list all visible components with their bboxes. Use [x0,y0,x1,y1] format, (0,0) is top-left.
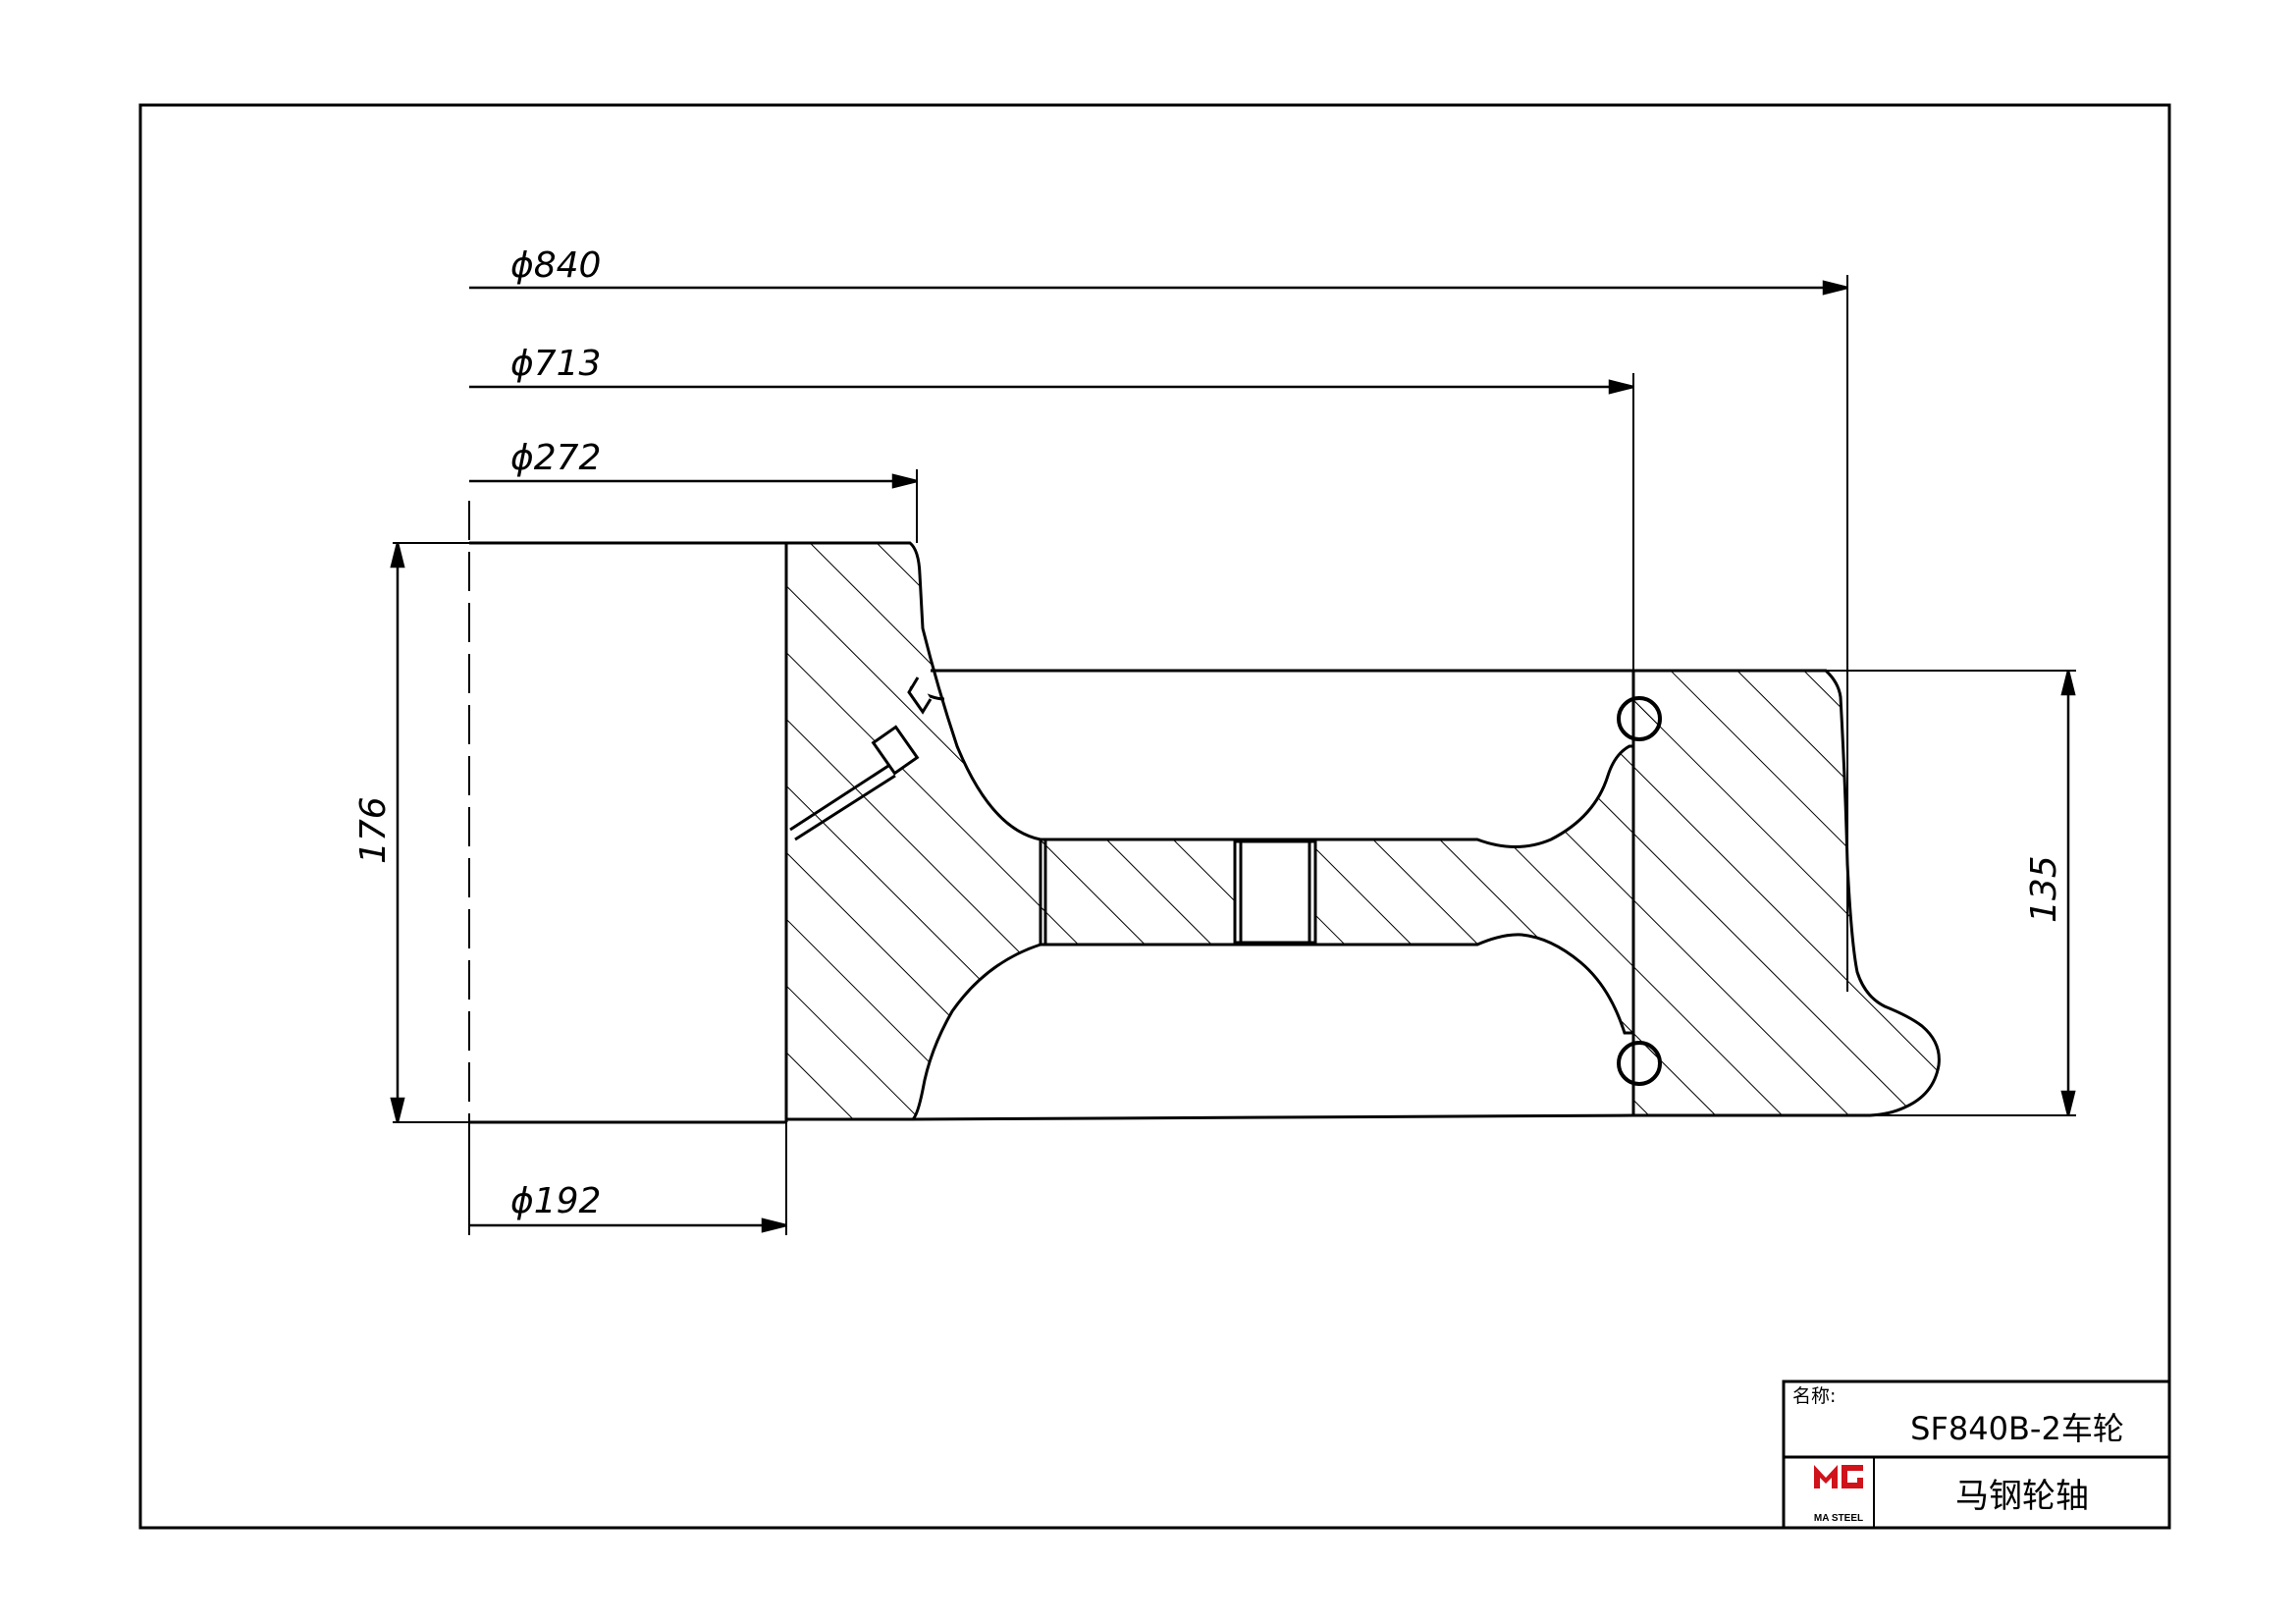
dim-height-176: 176 [353,796,394,864]
bore-outline [468,501,1634,1129]
title-name-label: 名称: [1792,1385,1836,1407]
dim-diameter-840: ϕ840 [510,245,601,286]
rim-groove-top [1617,696,1662,741]
dimension-lines [390,275,2076,1235]
web-hole [1233,839,1317,945]
dim-diameter-192: ϕ192 [510,1181,601,1221]
drawing-border [138,103,2171,1530]
title-block [1782,1380,2171,1530]
dim-height-135: 135 [2024,855,2064,923]
web-section [1039,744,1635,1035]
hub-section [784,541,1047,1121]
title-part-name: SF840B-2车轮 [1910,1410,2124,1447]
title-company: 马钢轮轴 [1955,1477,2089,1516]
dim-diameter-713: ϕ713 [510,344,601,384]
rim-section [1631,669,1941,1117]
rim-groove-bottom [1617,1041,1662,1086]
logo-caption: MA STEEL [1814,1513,1863,1524]
dim-diameter-272: ϕ272 [510,438,601,478]
wheel-section [784,541,1941,1121]
oil-channel [789,676,933,841]
masteel-logo: MA STEEL [1814,1465,1863,1524]
